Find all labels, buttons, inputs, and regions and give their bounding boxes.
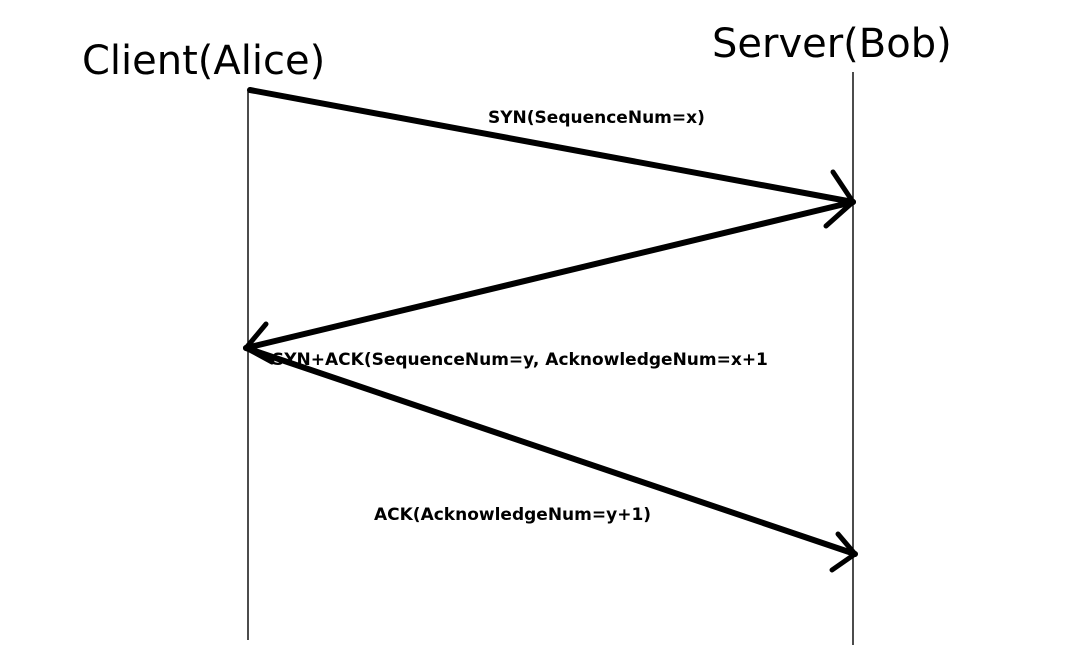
client-participant-label: Client(Alice) — [82, 38, 325, 84]
server-participant-label: Server(Bob) — [712, 21, 952, 67]
ack-message-label: ACK(AcknowledgeNum=y+1) — [374, 505, 651, 525]
syn-ack-message-label: SYN+ACK(SequenceNum=y, AcknowledgeNum=x+… — [272, 350, 768, 370]
syn-ack-arrow-line — [243, 199, 856, 351]
syn-message-label: SYN(SequenceNum=x) — [488, 108, 705, 128]
syn-arrow-line — [247, 87, 856, 205]
ack-message: ACK(AcknowledgeNum=y+1) — [243, 345, 858, 573]
syn-ack-message: SYN+ACK(SequenceNum=y, AcknowledgeNum=x+… — [243, 199, 856, 370]
syn-message: SYN(SequenceNum=x) — [247, 87, 856, 229]
ack-arrow-line — [243, 345, 858, 557]
ack-arrowhead-icon — [829, 531, 858, 573]
